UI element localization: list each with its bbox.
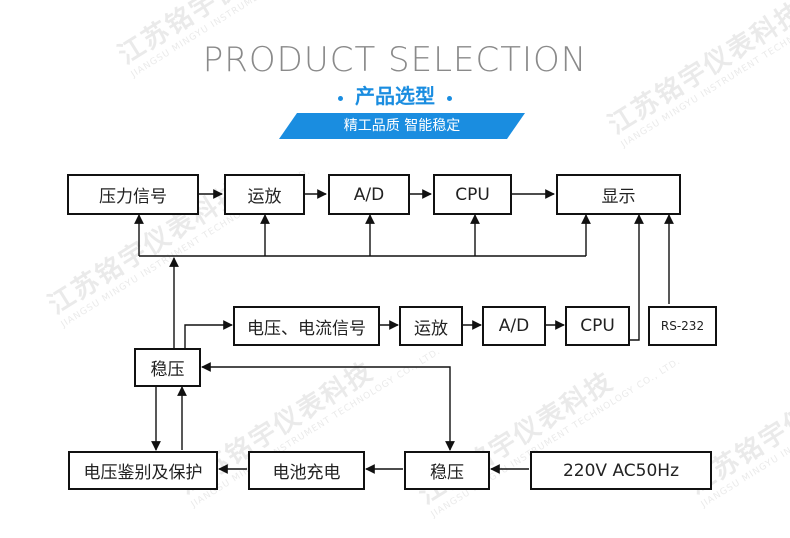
regulator-bottom-box: 稳压	[404, 451, 490, 490]
dot-icon	[447, 96, 452, 101]
display-box: 显示	[556, 174, 681, 215]
pressure-signal-box: 压力信号	[67, 174, 199, 215]
slogan-text: 精工品质 智能稳定	[343, 118, 461, 134]
ad-top-box: A/D	[328, 174, 410, 215]
amplifier-top-box: 运放	[224, 174, 305, 215]
voltage-check-protection-box: 电压鉴别及保护	[68, 451, 218, 490]
slogan-banner-shape	[279, 113, 525, 139]
voltage-current-signal-box: 电压、电流信号	[233, 306, 380, 346]
title-chinese-row: 产品选型	[0, 80, 790, 109]
amplifier-middle-box: 运放	[399, 306, 463, 346]
title-chinese: 产品选型	[355, 84, 435, 108]
dot-icon	[338, 96, 343, 101]
cpu-middle-box: CPU	[565, 306, 630, 346]
regulator-left-box: 稳压	[134, 348, 201, 387]
rs232-box: RS-232	[648, 306, 717, 346]
cpu-top-box: CPU	[433, 174, 512, 215]
battery-charging-box: 电池充电	[248, 451, 365, 490]
ad-middle-box: A/D	[482, 306, 546, 346]
power-input-box: 220V AC50Hz	[530, 451, 712, 490]
title-english: PRODUCT SELECTION	[202, 40, 588, 80]
slogan-banner: 精工品质 智能稳定	[279, 113, 525, 139]
